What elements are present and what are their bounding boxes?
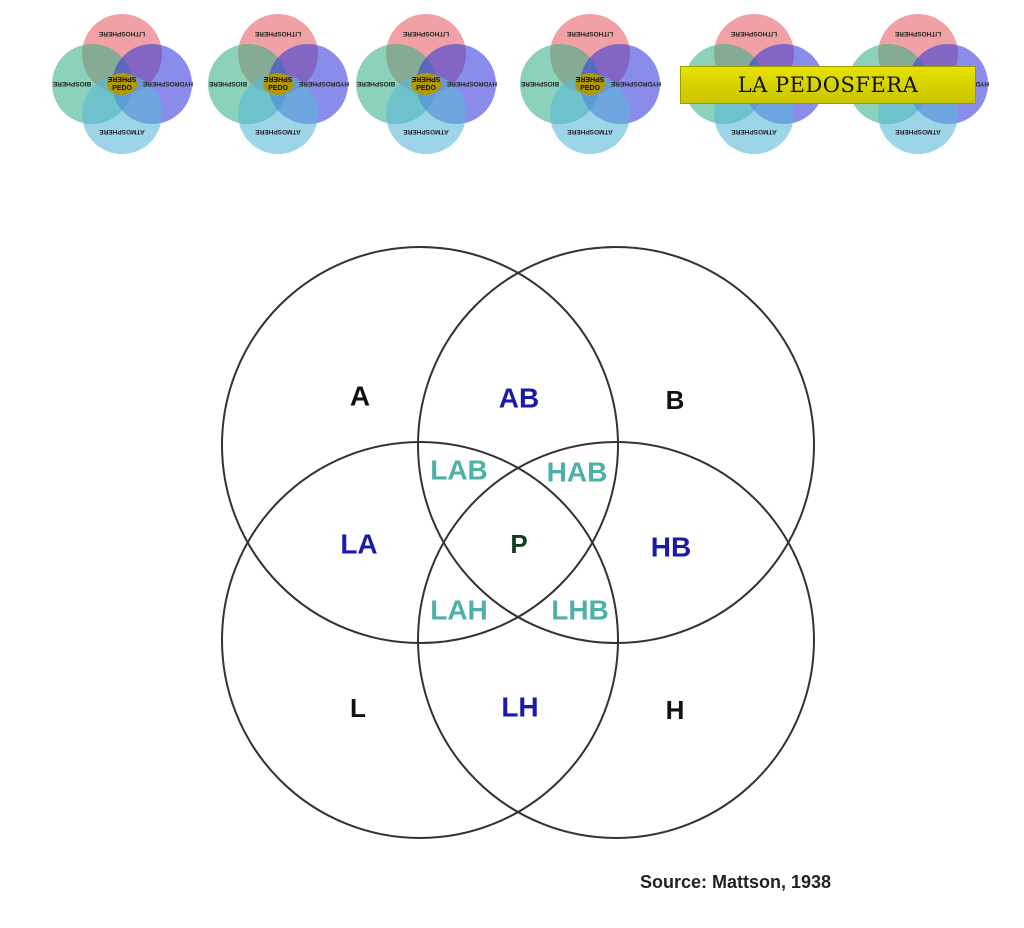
lithosphere-label: LITHOSPHERE: [254, 30, 301, 37]
sphere-logo: LITHOSPHERE BIOSPHERE HYDROSPHERE ATMOSPHER…: [354, 12, 514, 158]
sphere-logo: LITHOSPHERE BIOSPHERE HYDROSPHERE ATMOSPHER…: [50, 12, 210, 158]
sphere-logo-graphic: LITHOSPHERE BIOSPHERE HYDROSPHERE ATMOSPHER…: [356, 14, 497, 154]
sphere-logo: LITHOSPHERE BIOSPHERE HYDROSPHERE ATMOSPHER…: [206, 12, 366, 158]
region-hb-label: HB: [651, 531, 691, 562]
region-h-label: H: [666, 695, 685, 725]
region-lh-label: LH: [501, 691, 538, 722]
atmosphere-label: ATMOSPHERE: [567, 128, 613, 135]
atmosphere-label: ATMOSPHERE: [731, 128, 777, 135]
region-b-label: B: [666, 385, 685, 415]
hydrosphere-label: HYDROSPHERE: [610, 80, 661, 87]
pedo-top-label: SPHERE: [107, 75, 136, 82]
pedo-bottom-label: PEDO: [416, 85, 436, 92]
banner-title: LA PEDOSFERA: [737, 73, 919, 97]
region-la-label: LA: [340, 528, 377, 559]
pedo-top-label: SPHERE: [411, 75, 440, 82]
lithosphere-label: LITHOSPHERE: [566, 30, 613, 37]
atmosphere-circle: [238, 74, 318, 154]
circle-l: [221, 441, 619, 839]
sphere-logo: LITHOSPHERE BIOSPHERE HYDROSPHERE ATMOSPHER…: [518, 12, 678, 158]
region-p-label: P: [510, 529, 527, 559]
region-l-label: L: [350, 693, 366, 723]
title-banner: LA PEDOSFERA: [680, 66, 976, 104]
lithosphere-label: LITHOSPHERE: [402, 30, 449, 37]
source-caption: Source: Mattson, 1938: [640, 872, 832, 892]
region-lah-label: LAH: [430, 594, 488, 625]
pedo-bottom-label: PEDO: [112, 85, 132, 92]
pedosphere-center: [107, 73, 137, 95]
sphere-logo-graphic: LITHOSPHERE BIOSPHERE HYDROSPHERE ATMOSPHER…: [208, 14, 349, 154]
pedo-top-label: SPHERE: [263, 75, 292, 82]
atmosphere-circle: [550, 74, 630, 154]
region-a-label: A: [350, 380, 370, 411]
biosphere-label: BIOSPHERE: [52, 80, 91, 87]
lithosphere-label: LITHOSPHERE: [98, 30, 145, 37]
hydrosphere-label: HYDROSPHERE: [142, 80, 193, 87]
sphere-logo-graphic: LITHOSPHERE BIOSPHERE HYDROSPHERE ATMOSPHER…: [52, 14, 193, 154]
sphere-logo-graphic: LITHOSPHERE BIOSPHERE HYDROSPHERE ATMOSPHER…: [520, 14, 661, 154]
lithosphere-label: LITHOSPHERE: [894, 30, 941, 37]
atmosphere-label: ATMOSPHERE: [895, 128, 941, 135]
circle-h: [417, 441, 815, 839]
atmosphere-label: ATMOSPHERE: [99, 128, 145, 135]
region-lab-label: LAB: [430, 454, 488, 485]
circle-a: [221, 246, 619, 644]
atmosphere-circle: [82, 74, 162, 154]
atmosphere-circle: [386, 74, 466, 154]
region-ab-label: AB: [499, 382, 539, 413]
pedo-bottom-label: PEDO: [580, 85, 600, 92]
biosphere-label: BIOSPHERE: [208, 80, 247, 87]
circle-b: [417, 246, 815, 644]
pedosphere-center: [411, 73, 441, 95]
biosphere-label: BIOSPHERE: [520, 80, 559, 87]
hydrosphere-label: HYDROSPHERE: [298, 80, 349, 87]
atmosphere-label: ATMOSPHERE: [403, 128, 449, 135]
pedosphere-center: [263, 73, 293, 95]
hydrosphere-label: HYDROSPHERE: [446, 80, 497, 87]
atmosphere-label: ATMOSPHERE: [255, 128, 301, 135]
region-lhb-label: LHB: [551, 594, 609, 625]
pedo-top-label: SPHERE: [575, 75, 604, 82]
pedo-bottom-label: PEDO: [268, 85, 288, 92]
lithosphere-label: LITHOSPHERE: [730, 30, 777, 37]
region-hab-label: HAB: [547, 456, 608, 487]
biosphere-label: BIOSPHERE: [356, 80, 395, 87]
pedosphere-center: [575, 73, 605, 95]
